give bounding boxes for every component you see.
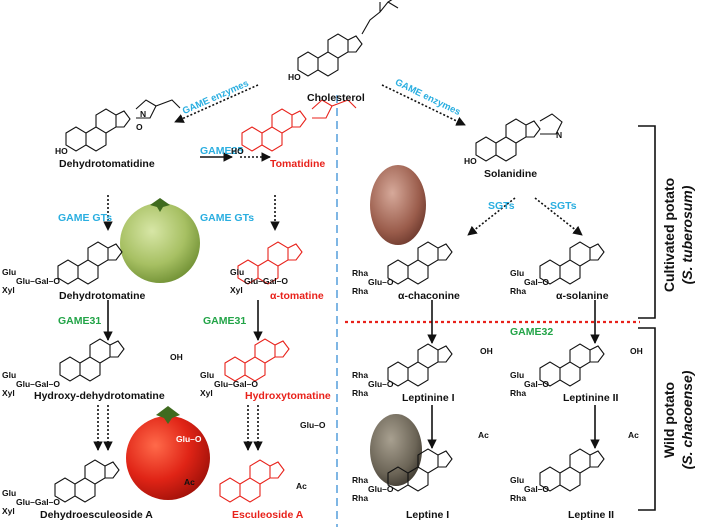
ho-group-cholesterol: HO (288, 72, 301, 82)
wild-species: (S. chacoense) (679, 370, 695, 470)
alpha-tomatine-label: α-tomatine (270, 290, 324, 302)
ho-group-tomatidine: HO (231, 146, 244, 156)
rha-leptine1-1: Rha (352, 475, 369, 485)
hydroxytomatine-label: Hydroxytomatine (245, 390, 331, 402)
rha-leptine1-2: Rha (352, 493, 369, 503)
glu-leptinine2: Glu (510, 370, 525, 380)
gal-o-leptine2: Gal–O (524, 484, 550, 494)
tomatidine-label: Tomatidine (270, 158, 326, 170)
sgts-right-label: SGTs (550, 200, 577, 212)
chaconine-label: α-chaconine (398, 290, 460, 302)
oh-hydroxy-dehydrotomatine: OH (170, 352, 183, 362)
xyl-hydroxy-dehydrotomatine: Xyl (2, 388, 15, 398)
hydroxy-dehydrotomatine-label: Hydroxy-dehydrotomatine (34, 390, 165, 402)
xyl-dehydrotomatine: Xyl (2, 285, 15, 295)
glu-gal-o-tomatine: Glu–Gal–O (244, 276, 288, 286)
ac-leptine2: Ac (628, 430, 639, 440)
dehydrotomatidine-label: Dehydrotomatidine (59, 158, 155, 170)
cholesterol-structure (297, 33, 363, 77)
arrow-to-dehydrotomatidine (174, 84, 259, 123)
wild-potato-image (370, 414, 422, 486)
glu-solanine: Glu (510, 268, 525, 278)
game-gts-right-label: GAME GTs (200, 212, 255, 224)
sgts-left-label: SGTs (488, 200, 515, 212)
red-tomato-image (126, 416, 210, 500)
arrow-to-solanidine (381, 84, 466, 126)
glu-hydroxy-dehydrotomatine: Glu (2, 370, 17, 380)
game25-label: GAME25 (200, 145, 244, 157)
game32-label: GAME32 (510, 326, 554, 338)
glu-dehydrotomatine: Glu (2, 267, 17, 277)
leptinine2-label: Leptinine II (563, 392, 619, 404)
cultivated-bracket (638, 125, 656, 319)
xyl-dehydroesculeoside: Xyl (2, 506, 15, 516)
rha-chaconine-1: Rha (352, 268, 369, 278)
ac-leptine1: Ac (478, 430, 489, 440)
game31-left-label: GAME31 (58, 315, 102, 327)
cultivated-potato-label: Cultivated potato (S. tuberosum) (660, 160, 700, 310)
glu-gal-o-hydroxy-dehydrotomatine: Glu–Gal–O (16, 379, 60, 389)
ac-esculeoside: Ac (296, 481, 307, 491)
green-tomato-image (120, 203, 200, 283)
esculeoside-label: Esculeoside A (232, 509, 304, 521)
glu-leptine2: Glu (510, 475, 525, 485)
wild-bracket (638, 327, 656, 511)
cultivated-main: Cultivated potato (661, 177, 677, 293)
oh-leptinine1: OH (480, 346, 493, 356)
n-group-solanidine: N (556, 130, 563, 140)
wild-main: Wild potato (661, 381, 677, 459)
glu-gal-o-hydroxytomatine: Glu–Gal–O (214, 379, 258, 389)
ho-group-dehydrotomatidine: HO (55, 146, 68, 156)
rha-leptine2: Rha (510, 493, 527, 503)
o-group-dehydrotomatidine: O (136, 122, 143, 132)
rha-leptinine1-2: Rha (352, 388, 369, 398)
rha-leptinine1-1: Rha (352, 370, 369, 380)
ac-tomato: Ac (184, 477, 195, 487)
glu-tomatine: Glu (230, 267, 245, 277)
cultivated-potato-image (370, 165, 426, 245)
ho-group-solanidine: HO (464, 156, 477, 166)
game31-right-label: GAME31 (203, 315, 247, 327)
leptine1-label: Leptine I (406, 509, 450, 521)
glu-o-leptine1: Glu–O (368, 484, 394, 494)
glu-o-chaconine: Glu–O (368, 277, 394, 287)
gal-o-leptinine2: Gal–O (524, 379, 550, 389)
leptine2-label: Leptine II (568, 509, 615, 521)
cultivated-species: (S. tuberosum) (679, 185, 695, 285)
n-group-dehydrotomatidine: N (140, 109, 147, 119)
glu-o-leptinine1: Glu–O (368, 379, 394, 389)
dehydroesculeoside-label: Dehydroesculeoside A (40, 509, 153, 521)
solanidine-label: Solanidine (484, 168, 538, 180)
wild-potato-label: Wild potato (S. chacoense) (660, 350, 700, 490)
cholesterol-label: Cholesterol (307, 92, 365, 104)
gal-o-solanine: Gal–O (524, 277, 550, 287)
dehydrotomatine-label: Dehydrotomatine (59, 290, 146, 302)
leptinine1-label: Leptinine I (402, 392, 455, 404)
rha-solanine: Rha (510, 286, 527, 296)
solanine-label: α-solanine (556, 290, 609, 302)
glu-dehydroesculeoside: Glu (2, 488, 17, 498)
xyl-hydroxytomatine: Xyl (200, 388, 213, 398)
game-gts-left-label: GAME GTs (58, 212, 113, 224)
oh-leptinine2: OH (630, 346, 643, 356)
xyl-tomatine: Xyl (230, 285, 243, 295)
glu-gal-o-dehydrotomatine: Glu–Gal–O (16, 276, 60, 286)
glu-o-tomato: Glu–O (176, 434, 202, 444)
glu-gal-o-dehydroesculeoside: Glu–Gal–O (16, 497, 60, 507)
glu-o-esculeoside: Glu–O (300, 420, 326, 430)
glu-hydroxytomatine: Glu (200, 370, 215, 380)
rha-leptinine2: Rha (510, 388, 527, 398)
rha-chaconine-2: Rha (352, 286, 369, 296)
